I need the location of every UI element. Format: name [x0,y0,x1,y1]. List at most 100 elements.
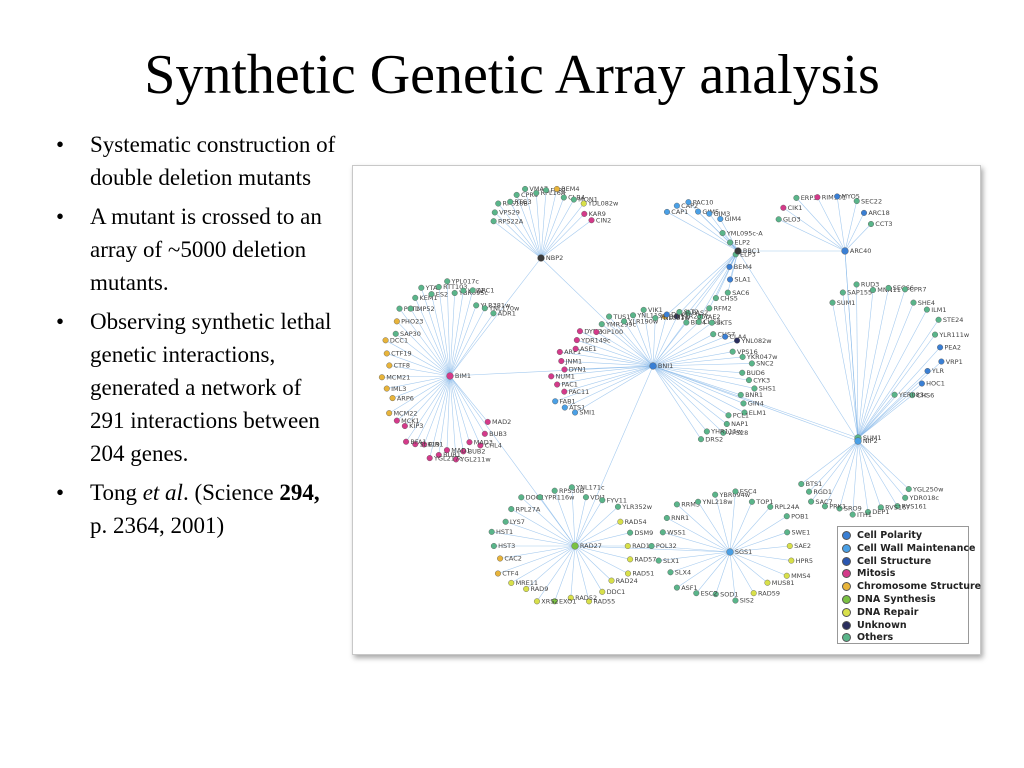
hub-node [726,548,734,556]
gene-node-label: YDL082w [587,200,619,208]
gene-node-label: RPS18B [503,200,528,208]
gene-node [481,430,488,437]
gene-node-label: ESC4 [740,488,757,496]
gene-node-label: ELP3 [740,251,756,259]
gene-node-label: BNR1 [745,391,763,399]
interaction-edge [857,289,906,439]
interaction-edge [574,545,631,560]
gene-node-label: POL32 [656,542,677,550]
gene-node [722,333,729,340]
gene-node [937,344,944,351]
hub-node-label: BNI1 [658,362,673,370]
gene-node [655,557,662,564]
gene-node [684,309,691,316]
gene-node [481,305,488,312]
gene-node [572,409,579,416]
interaction-edge [540,197,565,259]
gene-node-label: SWE1 [791,529,810,537]
gene-node [663,208,670,215]
interaction-edge [857,440,882,508]
interaction-edge [729,551,754,594]
gene-node-label: XRS2 [541,598,558,606]
gene-node [902,286,909,293]
legend-item: Cell Structure [842,556,968,569]
citation-author: Tong [90,480,143,505]
gene-node [537,494,544,501]
interaction-edge [564,365,654,370]
gene-node [726,263,733,270]
gene-node [806,488,813,495]
interaction-edge [540,213,585,259]
node-layer: RPS22AVPS29RPS18BRTG3CPR6VMA7RPL16AFPR1B… [378,185,970,606]
interaction-edge [491,531,576,547]
interaction-edge [449,375,470,443]
gene-node [727,276,734,283]
gene-node-label: BUB1 [443,451,461,459]
gene-node-label: YNL171c [575,483,605,491]
interaction-edge [414,297,451,377]
interaction-edge [498,203,542,259]
gene-node-label: ES2 [436,290,448,298]
gene-node [695,318,702,325]
gene-node [673,501,680,508]
gene-node-label: EXO1 [559,597,576,605]
gene-node-label: YKR047w [746,353,778,361]
gene-node-label: KAR9 [589,210,606,218]
gene-node-label: BEM4 [561,185,579,193]
gene-node [523,585,530,592]
gene-node [783,513,790,520]
hub-node-label: BIM1 [455,372,471,380]
interaction-edge [652,365,743,374]
interaction-edge [540,199,575,259]
interaction-edge [579,330,654,367]
interaction-edge [857,309,928,439]
legend-item: Mitosis [842,568,968,581]
gene-node [729,348,736,355]
interaction-edge [652,365,724,434]
gene-node-label: RRM3 [681,501,700,509]
gene-node-label: FAB1 [560,397,576,405]
bullet-item-citation: • Tong et al. (Science 294, p. 2364, 200… [50,476,340,542]
interaction-edge [720,218,739,252]
interaction-edge [386,353,451,377]
gene-node [460,448,467,455]
gene-node-label: DOC1 [526,494,545,502]
gene-node-label: DRS2 [705,435,723,443]
interaction-edge [652,322,687,367]
gene-node-label: HPR5 [796,557,813,565]
gene-node-label: RPL16A [541,189,566,197]
interaction-edge [857,440,909,490]
gene-node-label: BUB3 [489,430,507,438]
interaction-edge [652,365,750,381]
interaction-edge [540,188,558,259]
interaction-edge [392,375,451,399]
gene-node-label: YPL017c [451,277,480,285]
gene-node [581,210,588,217]
gene-node [739,353,746,360]
gene-node [695,498,702,505]
legend-item: Cell Polarity [842,530,968,543]
bullet-item: • Systematic construction of double dele… [50,128,340,194]
gene-node-label: VPS28 [728,429,749,437]
legend-label: Mitosis [857,568,896,580]
hub-node [854,437,862,445]
gene-node [608,577,615,584]
interaction-edge [405,375,451,442]
gene-node [617,518,624,525]
interaction-edge [564,365,654,408]
gene-node-label: BUD6 [747,369,765,377]
gene-node [378,374,385,381]
gene-node-label: VIK1 [648,306,663,314]
gene-node-label: FYV11 [607,496,627,504]
interaction-edge [652,321,700,367]
gene-node-label: BUB2 [468,448,486,456]
interaction-edge [559,351,654,367]
gene-node-label: RFM2 [714,305,732,313]
gene-node-label: CLA4 [729,333,746,341]
legend-item: Chromosome Structure [842,581,981,594]
gene-node-label: YDR018c [908,494,939,502]
gene-node-label: YGL211w [459,456,491,464]
gene-node [814,194,821,201]
interaction-edge [561,360,654,367]
